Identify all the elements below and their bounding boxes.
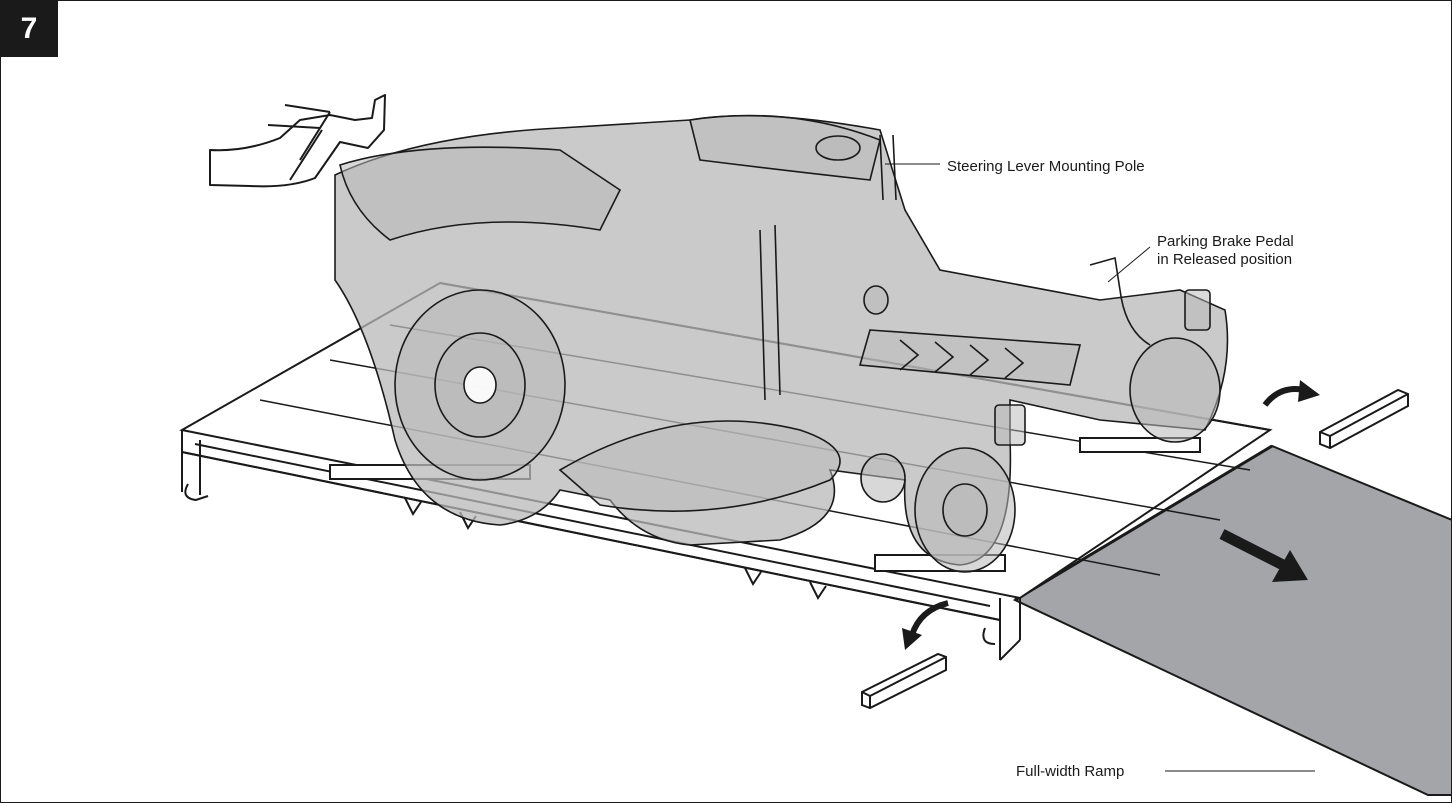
step-number-badge: 7: [0, 0, 58, 57]
ramp-label: Full-width Ramp: [1016, 763, 1125, 780]
ramp-arrow-icon: [1219, 529, 1308, 582]
brake-label-line1: Parking Brake Pedal: [1157, 233, 1294, 250]
zero-turn-mower: [334, 114, 1229, 573]
steering-pole-label: Steering Lever Mounting Pole: [947, 158, 1145, 175]
wood-block-right: [1319, 388, 1409, 450]
stop-hand-icon: [209, 94, 386, 188]
brake-label-line2: in Released position: [1157, 251, 1293, 268]
leader-brake: [1107, 246, 1151, 283]
brake-pedal-label: Parking Brake Pedal in Released position: [1157, 233, 1294, 269]
wood-block-left: [861, 652, 947, 710]
